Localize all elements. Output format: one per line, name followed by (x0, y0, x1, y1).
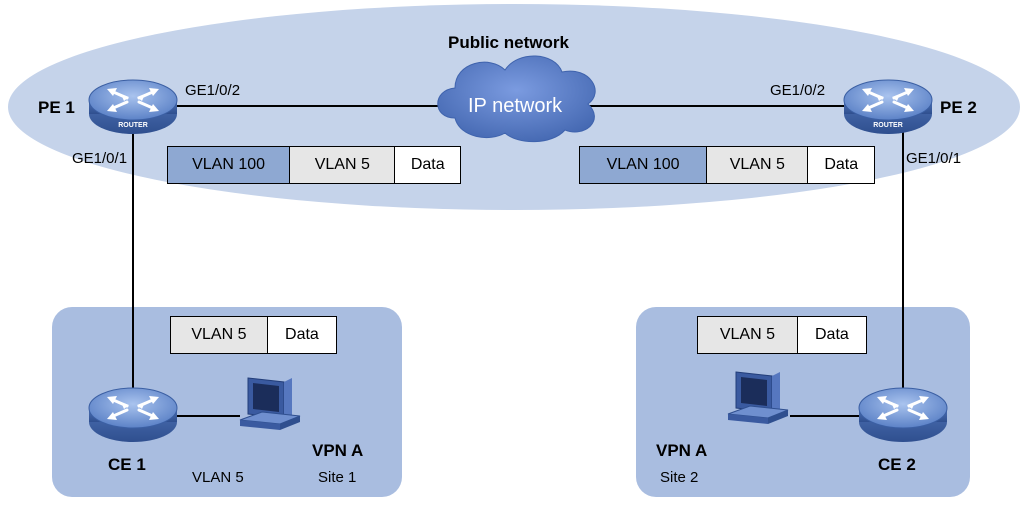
frame-site2: VLAN 5 Data (697, 316, 867, 354)
frame-site1: VLAN 5 Data (170, 316, 337, 354)
frame-inner-tag: VLAN 5 (707, 147, 809, 183)
pc-icon (239, 377, 301, 430)
router-icon: ROUTER (88, 79, 178, 134)
frame-data: Data (808, 147, 874, 183)
pe2-name: PE 2 (940, 98, 977, 117)
site2-vpn: VPN A (656, 441, 708, 460)
pe1-port-upstream: GE1/0/2 (185, 82, 241, 99)
pe1-port-downstream: GE1/0/1 (72, 150, 128, 167)
ce1-name: CE 1 (108, 455, 146, 474)
site1-site: Site 1 (318, 469, 357, 486)
router-icon (88, 387, 178, 442)
frame-outer-tag: VLAN 100 (580, 147, 708, 183)
frame-data: Data (395, 147, 461, 183)
frame-data: Data (797, 317, 866, 353)
frame-public-right: VLAN 100 VLAN 5 Data (579, 146, 875, 184)
pe1-name: PE 1 (38, 98, 75, 117)
pe2-port-downstream: GE1/0/1 (906, 150, 962, 167)
router-label: ROUTER (873, 122, 903, 129)
frame-public-left: VLAN 100 VLAN 5 Data (167, 146, 461, 184)
frame-inner-tag: VLAN 5 (171, 317, 268, 353)
frame-inner-tag: VLAN 5 (290, 147, 396, 183)
site2-area (636, 307, 970, 497)
router-icon: ROUTER (843, 79, 933, 134)
site1-vpn: VPN A (312, 441, 364, 460)
frame-inner-tag: VLAN 5 (698, 317, 798, 353)
cloud-label: IP network (468, 95, 563, 117)
public-network-title: Public network (448, 33, 569, 52)
site1-area (52, 307, 402, 497)
site2-site: Site 2 (660, 469, 699, 486)
frame-data: Data (267, 317, 336, 353)
pc-icon (727, 371, 789, 424)
cloud-icon (437, 55, 596, 143)
pe2-port-upstream: GE1/0/2 (770, 82, 826, 99)
frame-outer-tag: VLAN 100 (168, 147, 291, 183)
router-label: ROUTER (118, 122, 148, 129)
site1-link-vlan: VLAN 5 (192, 469, 244, 486)
router-icon (858, 387, 948, 442)
ce2-name: CE 2 (878, 455, 916, 474)
